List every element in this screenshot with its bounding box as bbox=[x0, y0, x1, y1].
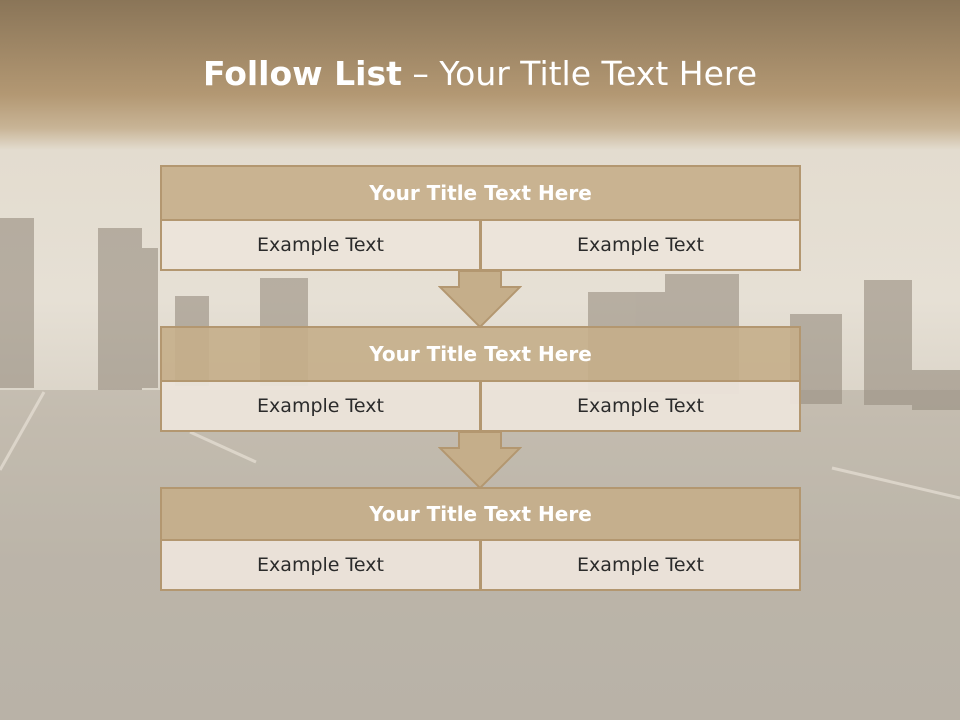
step-title: Your Title Text Here bbox=[160, 487, 801, 541]
down-arrow-icon bbox=[438, 432, 522, 490]
step-cell-left: Example Text bbox=[160, 382, 481, 432]
title-rest: – Your Title Text Here bbox=[401, 54, 758, 93]
slide-title: Follow List – Your Title Text Here bbox=[0, 54, 960, 93]
title-bold: Follow List bbox=[202, 54, 402, 93]
step-cell-left: Example Text bbox=[160, 221, 481, 271]
down-arrow-icon bbox=[438, 271, 522, 329]
step-title: Your Title Text Here bbox=[160, 326, 801, 382]
step-cell-right: Example Text bbox=[481, 382, 801, 432]
step-cell-right: Example Text bbox=[481, 221, 801, 271]
step-block-3: Your Title Text Here Example Text Exampl… bbox=[160, 487, 801, 591]
step-block-1: Your Title Text Here Example Text Exampl… bbox=[160, 165, 801, 271]
step-block-2: Your Title Text Here Example Text Exampl… bbox=[160, 326, 801, 432]
step-title: Your Title Text Here bbox=[160, 165, 801, 221]
step-cell-right: Example Text bbox=[481, 541, 801, 591]
step-cell-left: Example Text bbox=[160, 541, 481, 591]
